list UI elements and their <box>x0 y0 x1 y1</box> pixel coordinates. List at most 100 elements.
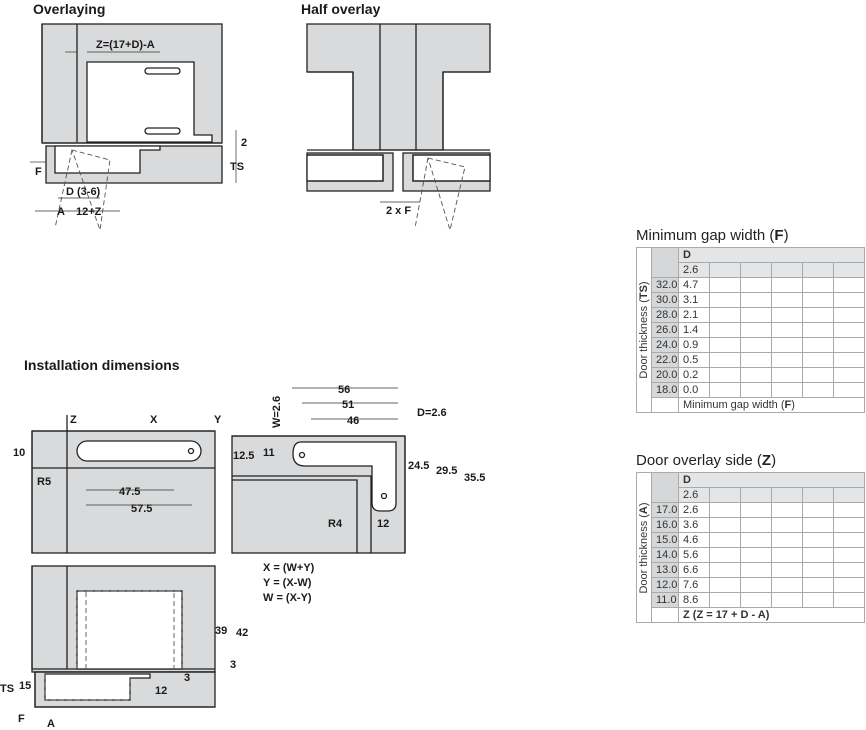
table-cell <box>709 502 741 518</box>
table-cell <box>833 292 865 308</box>
dim-12-z: 12+Z <box>76 206 102 218</box>
table-cell <box>771 382 803 398</box>
table-cell: 30.0 <box>651 292 679 308</box>
table-cell <box>833 337 865 353</box>
d-value: 2.6 <box>678 487 710 503</box>
table-cell: 3.1 <box>678 292 710 308</box>
table-cell <box>709 592 741 608</box>
dim-2: 2 <box>241 137 247 149</box>
col-header-d: D <box>683 249 691 261</box>
dim-12: 12 <box>377 518 389 530</box>
table-cell <box>771 577 803 593</box>
col-header-d: D <box>683 474 691 486</box>
table-cell <box>802 547 834 563</box>
table-cell <box>709 532 741 548</box>
table-cell <box>833 307 865 323</box>
table-cell <box>833 277 865 293</box>
dim-f-section: F <box>18 713 25 725</box>
formula-y: Y = (X-W) <box>263 577 312 589</box>
table-cell <box>740 517 772 533</box>
table-cell: D <box>678 247 865 263</box>
table-cell: 24.0 <box>651 337 679 353</box>
dim-39: 39 <box>215 625 227 637</box>
dim-12-depth: 12 <box>155 685 167 697</box>
table-cell <box>802 277 834 293</box>
table-cell <box>740 592 772 608</box>
half-overlay-drawing: Half overlay 2 x F <box>301 1 491 232</box>
table-cell <box>833 577 865 593</box>
table-cell <box>771 322 803 338</box>
table-cell <box>771 337 803 353</box>
dim-47-5: 47.5 <box>119 486 140 498</box>
table-cell: 0.9 <box>678 337 710 353</box>
table-cell: 7.6 <box>678 577 710 593</box>
dim-15: 15 <box>19 680 31 692</box>
table-cell: 4.7 <box>678 277 710 293</box>
table-cell <box>802 262 834 278</box>
installation-title: Installation dimensions <box>24 357 180 373</box>
table-cell: D <box>678 472 865 488</box>
overlay-table-title: Door overlay side (Z) <box>636 452 777 469</box>
table-cell <box>740 487 772 503</box>
dim-11: 11 <box>263 447 275 459</box>
dim-ts-section: TS <box>0 683 14 695</box>
table-cell <box>709 337 741 353</box>
table-cell <box>740 337 772 353</box>
table-cell: 0.0 <box>678 382 710 398</box>
table-cell: 3.6 <box>678 517 710 533</box>
table-cell <box>833 352 865 368</box>
dim-ts: TS <box>230 161 244 173</box>
table-cell: 12.0 <box>651 577 679 593</box>
table-cell <box>802 562 834 578</box>
table-cell <box>802 337 834 353</box>
table-cell: 18.0 <box>651 382 679 398</box>
table-cell <box>740 532 772 548</box>
table-cell <box>833 487 865 503</box>
slot-icon <box>144 67 181 75</box>
table-cell <box>802 307 834 323</box>
table-cell <box>709 547 741 563</box>
hinge-slot <box>76 440 202 462</box>
dim-r5: R5 <box>37 476 51 488</box>
row-axis-label: Door thickness (TS) <box>638 281 650 379</box>
dim-3-bottom: 3 <box>184 672 190 684</box>
table-cell <box>771 292 803 308</box>
table-cell: 13.0 <box>651 562 679 578</box>
table-cell: 0.5 <box>678 352 710 368</box>
table-cell <box>802 517 834 533</box>
table-cell <box>771 532 803 548</box>
dim-12-5: 12.5 <box>233 450 254 462</box>
table-cell <box>771 502 803 518</box>
dim-d-2-6: D=2.6 <box>417 407 447 419</box>
table-cell: 8.6 <box>678 592 710 608</box>
table-cell: 26.0 <box>651 322 679 338</box>
table-cell <box>802 532 834 548</box>
table-cell: 22.0 <box>651 352 679 368</box>
table-cell: Z (Z = 17 + D - A) <box>678 607 865 623</box>
table-cell: 11.0 <box>651 592 679 608</box>
table-cell <box>771 517 803 533</box>
table-cell <box>709 292 741 308</box>
table-cell <box>771 367 803 383</box>
dim-24-5: 24.5 <box>408 460 429 472</box>
table-cell <box>802 577 834 593</box>
table-cell <box>771 307 803 323</box>
table-cell: 32.0 <box>651 277 679 293</box>
dim-29-5: 29.5 <box>436 465 457 477</box>
table-cell: 4.6 <box>678 532 710 548</box>
table-cell <box>833 382 865 398</box>
dim-2xf: 2 x F <box>386 205 411 217</box>
dim-10: 10 <box>13 447 25 459</box>
table-cell <box>709 517 741 533</box>
d-value: 2.6 <box>678 262 710 278</box>
